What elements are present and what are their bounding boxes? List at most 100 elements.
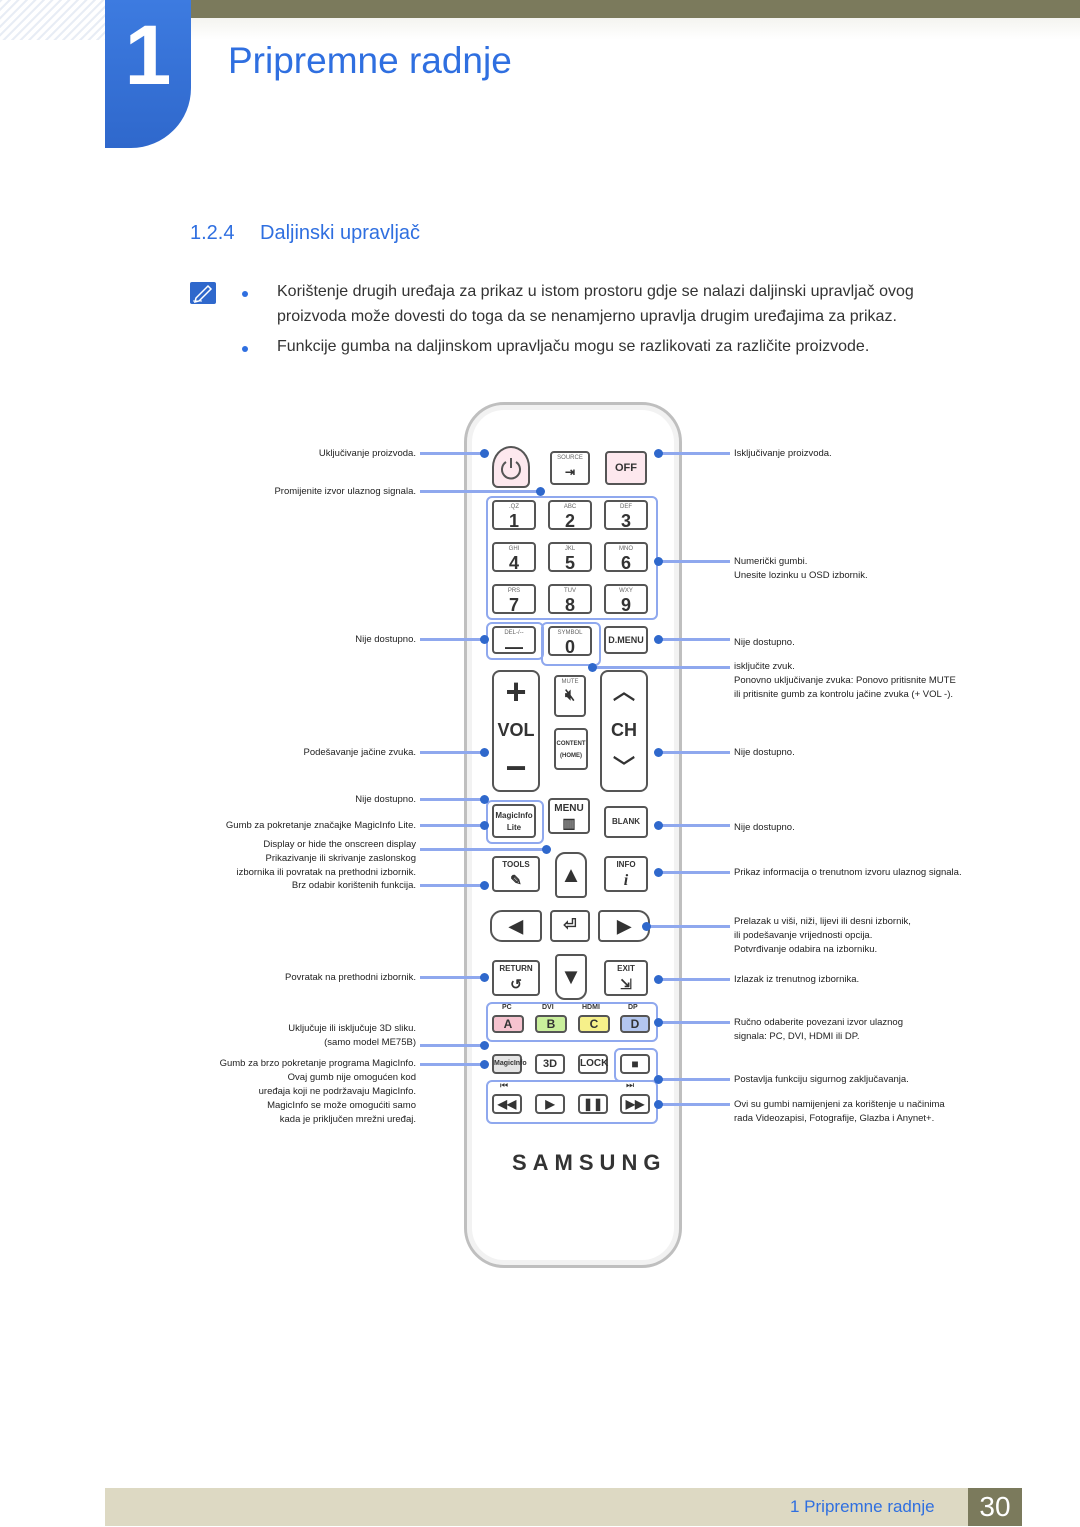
note-icon (190, 282, 216, 304)
right-callout-label: Nije dostupno. (734, 747, 795, 758)
left-callout-label: Promijenite izvor ulaznog signala. (274, 486, 416, 497)
right-callout-label: isključite zvuk. Ponovno uključivanje zv… (734, 661, 956, 700)
callout-leader-line (658, 452, 730, 455)
callout-leader-line (658, 871, 730, 874)
right-callout-label: Nije dostupno. (734, 822, 795, 833)
mute-button[interactable]: MUTE🔇︎ (554, 675, 586, 717)
callout-dot (654, 449, 663, 458)
left-callout-label: Nije dostupno. (355, 794, 416, 805)
nav-down-button[interactable]: ▼ (555, 954, 587, 1000)
pc-button-a[interactable]: A (492, 1015, 524, 1033)
callout-leader-line (592, 666, 730, 669)
return-icon: ↺ (510, 976, 522, 992)
nav-right-button[interactable]: ▶ (598, 910, 650, 942)
callout-dot (642, 922, 651, 931)
header-shade (105, 18, 1080, 40)
chapter-number: 1 (105, 0, 191, 148)
arrow-right-icon: ▶ (617, 916, 631, 936)
callout-leader-line (420, 1063, 484, 1066)
right-callout-label: Postavlja funkciju sigurnog zaključavanj… (734, 1074, 909, 1085)
callout-dot (654, 821, 663, 830)
right-callout-label: Izlazak iz trenutnog izbornika. (734, 974, 860, 985)
callout-dot (654, 1075, 663, 1084)
blank-button[interactable]: BLANK (604, 806, 648, 838)
rewind-button[interactable]: ◀◀ (492, 1094, 522, 1114)
source-button[interactable]: SOURCE ⇥ (550, 451, 590, 485)
callout-leader-line (420, 452, 484, 455)
menu-button[interactable]: MENU▥ (548, 798, 590, 834)
nav-up-button[interactable]: ▲ (555, 852, 587, 898)
tools-button[interactable]: TOOLS✎ (492, 856, 540, 892)
callout-leader-line (658, 1103, 730, 1106)
right-callout-label: Ovi su gumbi namijenjeni za korištenje u… (734, 1099, 945, 1124)
3d-button[interactable]: 3D (535, 1054, 565, 1074)
hdmi-button-c[interactable]: C (578, 1015, 610, 1033)
nav-left-button[interactable]: ◀ (490, 910, 542, 942)
dp-button-d[interactable]: D (620, 1015, 650, 1033)
dvi-button-b[interactable]: B (535, 1015, 567, 1033)
pause-button[interactable]: ❚❚ (578, 1094, 608, 1114)
power-button[interactable] (492, 446, 530, 488)
callout-leader-line (420, 751, 484, 754)
channel-rocker[interactable]: ︿ CH ﹀ (600, 670, 648, 792)
callout-leader-line (658, 978, 730, 981)
left-callout-label: Povratak na prethodni izbornik. (285, 972, 416, 983)
tools-icon: ✎ (510, 872, 522, 888)
off-button[interactable]: OFF (605, 451, 647, 485)
callout-dot (480, 1041, 489, 1050)
left-callout-label: Gumb za brzo pokretanje programa MagicIn… (219, 1058, 416, 1125)
play-icon: ▶ (545, 1097, 555, 1111)
return-button[interactable]: RETURN↺ (492, 960, 540, 996)
volume-down-icon: − (505, 747, 527, 788)
note-text-1: Korištenje drugih uređaja za prikaz u is… (277, 283, 914, 325)
callout-leader-line (420, 798, 484, 801)
callout-leader-line (420, 884, 484, 887)
enter-button[interactable]: ⏎ (550, 910, 590, 942)
fast-forward-button[interactable]: ▶▶ (620, 1094, 650, 1114)
callout-dot (654, 748, 663, 757)
callout-dot (654, 1100, 663, 1109)
play-button[interactable]: ▶ (535, 1094, 565, 1114)
callout-dot (480, 449, 489, 458)
callout-leader-line (420, 638, 484, 641)
right-callout-label: Nije dostupno. (734, 637, 795, 648)
callout-leader-line (420, 976, 484, 979)
page-number: 30 (968, 1488, 1022, 1526)
volume-rocker[interactable]: + VOL − (492, 670, 540, 792)
callout-dot (536, 487, 545, 496)
magicinfo-button[interactable]: MagicInfo (492, 1054, 527, 1074)
stop-button[interactable]: ■ (620, 1054, 650, 1074)
power-icon (501, 458, 521, 480)
del-button[interactable]: DEL-/--— (492, 626, 536, 656)
callout-leader-line (646, 925, 730, 928)
header-bar (190, 0, 1080, 18)
right-callout-label: Isključivanje proizvoda. (734, 448, 832, 459)
callout-dot (480, 973, 489, 982)
num-key-digit: 7 (508, 595, 519, 615)
num-key-letters: .QZ (509, 504, 519, 510)
menu-icon: ▥ (562, 815, 576, 831)
num-key-digit: 5 (564, 553, 575, 573)
lock-button[interactable]: LOCK (578, 1054, 608, 1074)
exit-button[interactable]: EXIT⇲ (604, 960, 648, 996)
callout-dot (480, 795, 489, 804)
callout-dot (654, 635, 663, 644)
left-callout-label: Podešavanje jačine zvuka. (303, 747, 417, 758)
enter-icon: ⏎ (563, 917, 577, 934)
arrow-left-icon: ◀ (509, 916, 523, 936)
dmenu-button[interactable]: D.MENU (604, 626, 648, 654)
left-callout-label: Uključuje ili isključuje 3D sliku. (samo… (288, 1023, 416, 1048)
content-home-button[interactable]: CONTENT(HOME) (554, 728, 588, 770)
